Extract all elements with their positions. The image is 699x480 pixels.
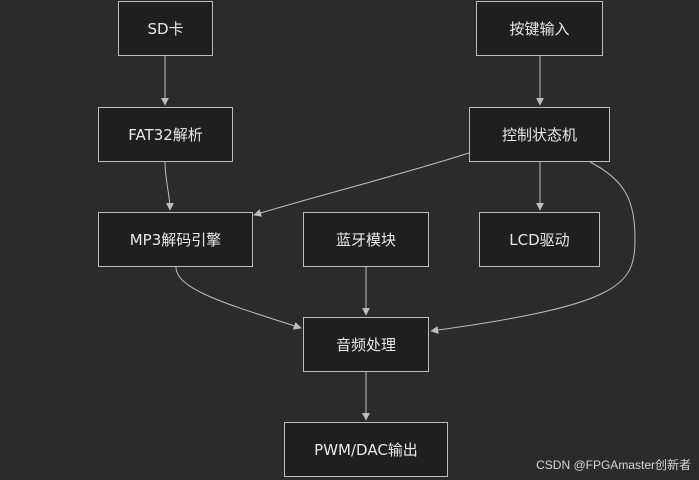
node-mp3-decoder: MP3解码引擎 — [98, 212, 253, 267]
node-pwm-dac-output: PWM/DAC输出 — [284, 422, 448, 477]
node-audio-processing: 音频处理 — [303, 317, 429, 372]
watermark-text: CSDN @FPGAmaster创新者 — [536, 458, 691, 472]
edge-mp3-to-audio — [175, 266, 302, 330]
edge-fat32-to-mp3 — [164, 161, 174, 211]
edge-ctrl-to-mp3 — [253, 152, 470, 217]
edge-ctrl-to-audio — [430, 161, 636, 334]
node-fat32-parse: FAT32解析 — [98, 107, 233, 162]
node-lcd-driver: LCD驱动 — [479, 212, 600, 267]
node-control-state-machine: 控制状态机 — [469, 107, 610, 162]
node-sd-card: SD卡 — [118, 1, 213, 56]
node-bluetooth-module: 蓝牙模块 — [303, 212, 429, 267]
node-key-input: 按键输入 — [476, 1, 603, 56]
